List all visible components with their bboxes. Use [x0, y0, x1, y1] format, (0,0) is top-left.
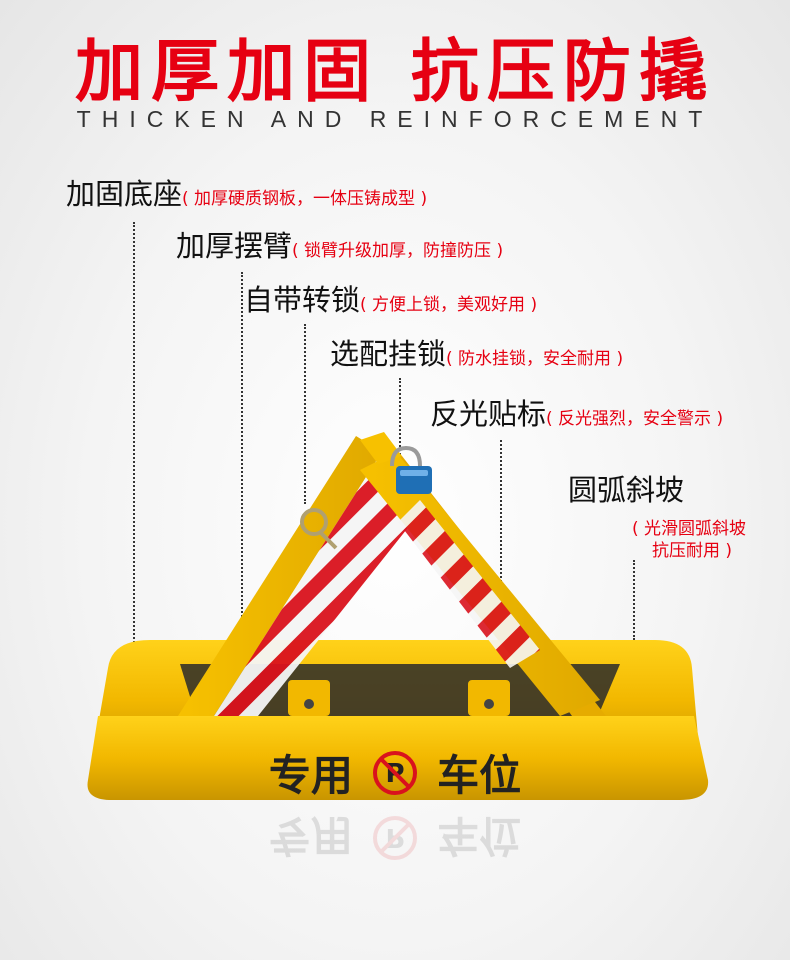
feature-note: ( 加厚硬质钢板，一体压铸成型 ) — [182, 189, 428, 209]
feature-name: 圆弧斜坡 — [568, 473, 685, 507]
feature-name: 加厚摆臂 — [176, 229, 293, 263]
feature-rotary-lock: 自带转锁( 方便上锁，美观好用 ) — [244, 286, 537, 315]
leader-line-reflector — [500, 440, 502, 590]
feature-slope-note-2: 抗压耐用 ) — [652, 541, 733, 561]
right-reflector — [398, 500, 540, 668]
svg-text:P: P — [385, 823, 404, 853]
feature-padlock: 选配挂锁( 防水挂锁，安全耐用 ) — [330, 340, 623, 369]
feature-slope: 圆弧斜坡 — [568, 476, 684, 505]
leader-line-padlock — [399, 378, 401, 458]
sign-reflection: 专用 P 车位 — [0, 808, 790, 869]
feature-note: ( 方便上锁，美观好用 ) — [360, 295, 538, 315]
no-parking-icon: P — [373, 750, 417, 795]
feature-note: ( 反光强烈，安全警示 ) — [546, 409, 724, 429]
feature-note: ( 锁臂升级加厚，防撞防压 ) — [292, 241, 504, 261]
left-arm — [178, 436, 382, 716]
leader-line-arm — [241, 272, 243, 632]
reserved-parking-sign: 专用 P 车位 — [0, 742, 790, 803]
feature-name: 自带转锁 — [244, 283, 361, 317]
reflection-text-left: 专用 — [268, 811, 353, 860]
feature-arm: 加厚摆臂( 锁臂升级加厚，防撞防压 ) — [176, 232, 503, 261]
page-subtitle: THICKEN AND REINFORCEMENT — [76, 106, 714, 132]
leader-line-slope — [633, 560, 635, 640]
leader-line-rotary-lock — [304, 324, 306, 504]
reflection-text-right: 车位 — [437, 811, 522, 860]
feature-base: 加固底座( 加厚硬质钢板，一体压铸成型 ) — [66, 180, 427, 209]
mount-tab-right — [468, 680, 510, 716]
base-front — [87, 716, 709, 800]
feature-name: 加固底座 — [66, 177, 183, 211]
key-icon — [300, 508, 328, 536]
leader-line-base — [133, 222, 135, 678]
sign-text-right: 车位 — [437, 751, 522, 800]
feature-slope-note-1: ( 光滑圆弧斜坡 — [632, 519, 747, 539]
page-title: 加厚加固 抗压防撬 — [75, 33, 715, 112]
feature-note: ( 防水挂锁，安全耐用 ) — [446, 349, 624, 369]
sign-text-left: 专用 — [268, 751, 353, 800]
no-parking-reflection-icon: P — [373, 816, 417, 861]
mount-tab-left — [288, 680, 330, 716]
feature-reflector: 反光贴标( 反光强烈，安全警示 ) — [430, 400, 723, 429]
feature-name: 选配挂锁 — [330, 337, 447, 371]
feature-name: 反光贴标 — [430, 397, 547, 431]
left-reflector — [214, 452, 430, 716]
